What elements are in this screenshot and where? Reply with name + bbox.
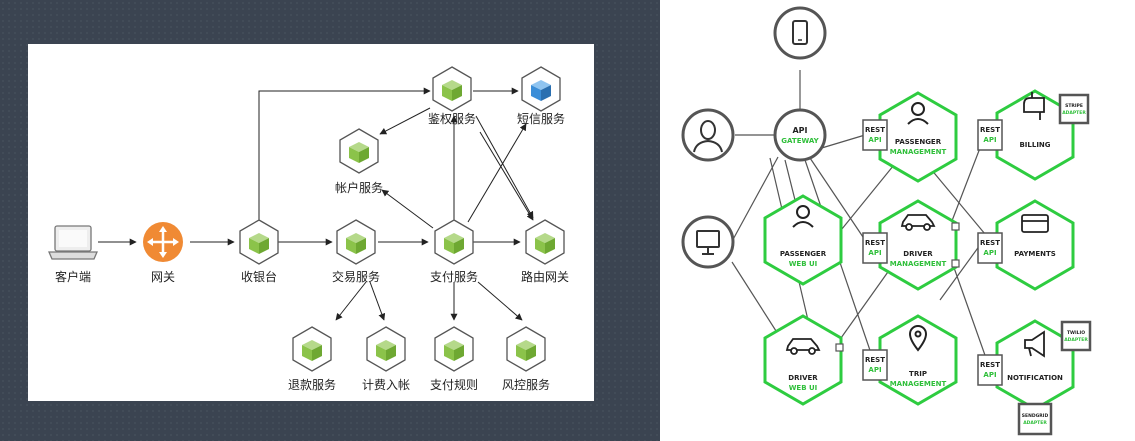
- payment-cube-icon: [434, 219, 474, 265]
- svg-text:API: API: [983, 371, 996, 379]
- payments-service: PAYMENTS: [995, 199, 1075, 291]
- pay-rules-label: 支付规则: [430, 377, 478, 392]
- billing-service: BILLING: [995, 89, 1075, 181]
- person-icon: [792, 205, 814, 228]
- left-architecture-diagram: 客户端 网关 收银台 交易服务 支付服务 路由网关 鉴权服务 短信服务 帐户服务…: [28, 44, 594, 401]
- driver-management-service: DRIVER MANAGEMENT: [878, 199, 958, 291]
- trip-management-service: TRIP MANAGEMENT: [878, 314, 958, 406]
- passenger-management-label-1: PASSENGER: [895, 138, 942, 146]
- laptop-icon: [48, 225, 98, 260]
- svg-text:ADAPTER: ADAPTER: [1023, 420, 1047, 426]
- refund-label: 退款服务: [288, 377, 336, 392]
- checkout-cube-icon: [239, 219, 279, 265]
- trade-label: 交易服务: [332, 269, 380, 284]
- mobile-node: [773, 6, 827, 60]
- svg-text:TWILIO: TWILIO: [1067, 330, 1085, 336]
- mobile-phone-icon: [792, 20, 808, 45]
- svg-text:ADAPTER: ADAPTER: [1064, 337, 1088, 343]
- trade-cube-icon: [336, 219, 376, 265]
- mailbox-icon: [1023, 92, 1045, 120]
- rest-api-box-notification: REST API: [977, 354, 1003, 386]
- credit-card-icon: [1021, 214, 1049, 233]
- auth-label: 鉴权服务: [428, 111, 476, 126]
- gateway-label: 网关: [151, 270, 175, 284]
- svg-text:API: API: [983, 136, 996, 144]
- risk-label: 风控服务: [502, 377, 550, 392]
- desktop-node: [681, 215, 735, 269]
- trip-management-label-1: TRIP: [909, 370, 927, 378]
- port-squares: [835, 222, 960, 352]
- trip-management-label-2: MANAGEMENT: [890, 380, 947, 388]
- svg-text:REST: REST: [980, 239, 1000, 247]
- billing-entry-label: 计费入帐: [362, 377, 410, 392]
- svg-text:REST: REST: [865, 239, 885, 247]
- driver-management-label-1: DRIVER: [903, 250, 933, 258]
- client-label: 客户端: [55, 269, 91, 284]
- left-arrows: [98, 87, 534, 321]
- driver-web-ui-label-2: WEB UI: [789, 384, 818, 392]
- svg-text:REST: REST: [865, 126, 885, 134]
- rest-api-box-trip: REST API: [862, 349, 888, 381]
- svg-text:API: API: [983, 249, 996, 257]
- svg-text:SENDGRID: SENDGRID: [1022, 413, 1049, 419]
- svg-text:ADAPTER: ADAPTER: [1062, 110, 1086, 116]
- driver-web-ui-label-1: DRIVER: [788, 374, 818, 382]
- svg-text:API: API: [868, 366, 881, 374]
- monitor-icon: [696, 230, 720, 255]
- account-label: 帐户服务: [335, 180, 383, 195]
- passenger-web-ui-label-2: WEB UI: [789, 260, 818, 268]
- twilio-adapter: TWILIO ADAPTER: [1060, 320, 1092, 352]
- person-icon: [907, 102, 929, 125]
- svg-text:REST: REST: [980, 126, 1000, 134]
- refund-cube-icon: [292, 326, 332, 372]
- api-gateway-label-2: GATEWAY: [781, 137, 819, 145]
- rest-api-box-billing: REST API: [977, 119, 1003, 151]
- svg-text:API: API: [868, 249, 881, 257]
- auth-cube-icon: [432, 66, 472, 112]
- rest-api-box-driver: REST API: [862, 232, 888, 264]
- svg-text:API: API: [868, 136, 881, 144]
- billing-label: BILLING: [1019, 141, 1050, 149]
- location-pin-icon: [908, 325, 928, 352]
- router-icon: [143, 222, 183, 262]
- pay-rules-cube-icon: [434, 326, 474, 372]
- notification-service: NOTIFICATION: [995, 319, 1075, 411]
- right-microservices-diagram: API GATEWAY PASSENGER MANAGEMENT PASSENG…: [660, 0, 1135, 441]
- sms-cube-icon: [521, 66, 561, 112]
- notification-label: NOTIFICATION: [1007, 374, 1063, 382]
- passenger-management-label-2: MANAGEMENT: [890, 148, 947, 156]
- user-node: [681, 108, 735, 162]
- driver-management-label-2: MANAGEMENT: [890, 260, 947, 268]
- left-diagram-canvas: 客户端 网关 收银台 交易服务 支付服务 路由网关 鉴权服务 短信服务 帐户服务…: [48, 66, 569, 392]
- api-gateway-node: API GATEWAY: [773, 108, 827, 162]
- car-icon: [785, 338, 821, 355]
- account-cube-icon: [339, 128, 379, 174]
- sms-label: 短信服务: [517, 111, 565, 126]
- megaphone-icon: [1024, 330, 1045, 358]
- risk-cube-icon: [506, 326, 546, 372]
- car-icon: [900, 214, 936, 231]
- passenger-web-ui-label-1: PASSENGER: [780, 250, 827, 258]
- route-gateway-cube-icon: [525, 219, 565, 265]
- passenger-management-service: PASSENGER MANAGEMENT: [878, 91, 958, 183]
- driver-web-ui-service: DRIVER WEB UI: [763, 314, 843, 406]
- payment-label: 支付服务: [430, 269, 478, 284]
- stripe-adapter: STRIPE ADAPTER: [1058, 93, 1090, 125]
- svg-text:REST: REST: [865, 356, 885, 364]
- rest-api-box-passenger: REST API: [862, 119, 888, 151]
- svg-text:REST: REST: [980, 361, 1000, 369]
- payments-label: PAYMENTS: [1014, 250, 1056, 258]
- sendgrid-adapter: SENDGRID ADAPTER: [1017, 402, 1053, 436]
- api-gateway-label-1: API: [792, 126, 807, 135]
- billing-entry-cube-icon: [366, 326, 406, 372]
- rest-api-box-payments: REST API: [977, 232, 1003, 264]
- right-diagram-canvas: API GATEWAY PASSENGER MANAGEMENT PASSENG…: [681, 6, 1092, 436]
- passenger-web-ui-service: PASSENGER WEB UI: [763, 194, 843, 286]
- route-gateway-label: 路由网关: [521, 269, 569, 284]
- svg-text:STRIPE: STRIPE: [1065, 103, 1083, 109]
- user-icon: [693, 120, 723, 153]
- checkout-label: 收银台: [241, 269, 277, 284]
